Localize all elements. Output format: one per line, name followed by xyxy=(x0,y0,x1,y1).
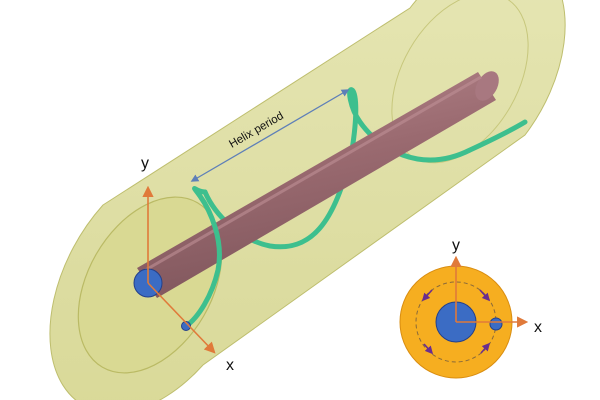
cross-section-inset: y x xyxy=(399,237,542,379)
helix-period-arrow xyxy=(190,89,350,182)
rotation-arrow-top-left xyxy=(421,289,433,302)
rotation-arrow-bottom-left xyxy=(423,343,434,355)
helix-start-point xyxy=(181,321,191,331)
inset-x-axis-label: x xyxy=(534,319,542,336)
rotation-arrow-top-right xyxy=(479,289,491,302)
cross-section-helix-point xyxy=(489,317,503,331)
rotation-arrow-bottom-right xyxy=(480,342,491,354)
rod-body xyxy=(137,72,496,298)
main-x-axis xyxy=(147,282,216,354)
main-y-axis-label: y xyxy=(141,155,149,172)
helix-front-segment xyxy=(183,186,222,329)
inset-y-axis-label: y xyxy=(452,237,460,254)
main-x-axis-label: x xyxy=(226,357,234,374)
helix-back-segment xyxy=(202,87,528,250)
main-axes: y x xyxy=(141,155,234,374)
